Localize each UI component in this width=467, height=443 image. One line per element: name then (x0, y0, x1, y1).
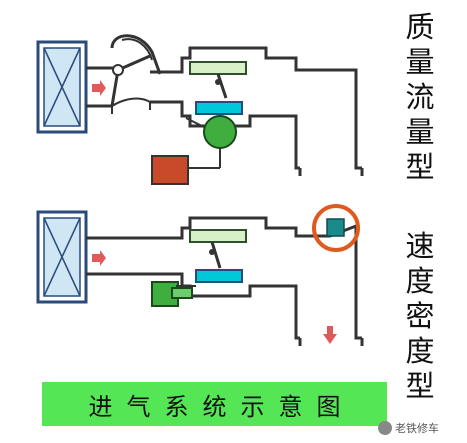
wechat-icon (378, 421, 392, 435)
air-filter-icon (36, 40, 88, 134)
caption-banner: 进气系统示意图 (42, 382, 387, 426)
flow-arrow-icon (92, 80, 106, 96)
speed-density-diagram (36, 204, 364, 346)
map-sensor-icon (312, 204, 360, 252)
idle-valve-icon (195, 269, 243, 283)
idle-control-actuator (151, 281, 196, 307)
diagram-caption: 进气系统示意图 (88, 392, 355, 421)
idle-valve-icon (195, 101, 243, 115)
speed-density-type-label: 速 度 密 度 型 (405, 229, 435, 403)
outflow-arrow-icon (323, 326, 337, 344)
air-filter-icon (36, 210, 88, 304)
air-flow-meter-icon (110, 34, 162, 114)
throttle-valve-icon (189, 229, 247, 269)
flow-sensor-ball (184, 115, 237, 169)
mass-flow-diagram (36, 34, 364, 185)
throttle-valve-icon (189, 61, 247, 99)
watermark-text: 老铁修车 (395, 422, 439, 435)
mass-flow-type-label: 质 量 流 量 型 (405, 10, 435, 184)
watermark: 老铁修车 (378, 420, 439, 436)
flow-arrow-icon (92, 250, 106, 266)
ecu-module (151, 155, 189, 185)
